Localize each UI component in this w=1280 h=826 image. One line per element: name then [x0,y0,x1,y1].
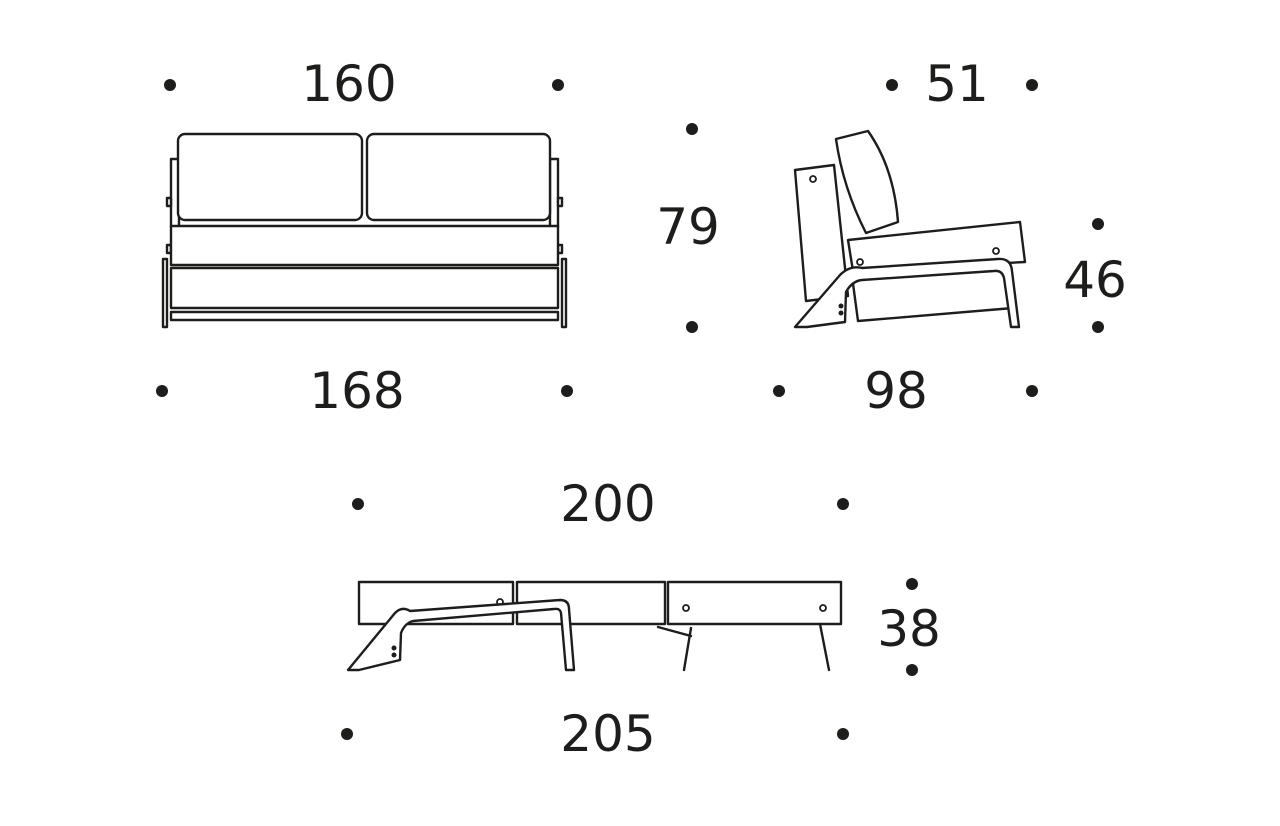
dimension-marker [156,385,168,397]
dimension-marker [164,79,176,91]
dimension-marker [341,728,353,740]
dimension-marker [686,123,698,135]
sofa-bed-drawing [346,580,843,672]
dimension-marker [561,385,573,397]
side-depth-bottom-label: 98 [864,362,928,420]
bed-section [666,580,843,626]
dimension-marker [1092,321,1104,333]
dimension-marker [552,79,564,91]
side-view: 51 46 98 [773,55,1127,420]
dimension-marker [1026,79,1038,91]
base-rail [169,310,560,322]
front-view: 160 168 [156,55,573,420]
side-depth-top-label: 51 [925,55,989,113]
dimension-marker [352,498,364,510]
dimension-marker [1092,218,1104,230]
seat-height-label: 46 [1063,251,1127,309]
sofa-front-drawing [161,132,568,329]
dimension-marker [906,664,918,676]
back-cushion-right [365,132,552,222]
base-cushion [169,266,560,310]
sofa-side-drawing [793,129,1027,329]
seat-cushion [169,224,560,267]
bed-view: 200 38 205 [341,475,941,763]
bed-height-label: 38 [877,600,941,658]
height-label: 79 [656,198,720,256]
bed-length-bottom-label: 205 [560,705,655,763]
front-width-top-label: 160 [301,55,396,113]
dimension-marker [773,385,785,397]
leg [161,257,169,329]
bed-length-top-label: 200 [560,475,655,533]
front-width-bottom-label: 168 [309,362,404,420]
dimension-marker [686,321,698,333]
height-dimension: 79 [656,123,720,333]
back-cushion-left [176,132,364,222]
dimension-marker [906,578,918,590]
dimension-marker [837,728,849,740]
leg [560,257,568,329]
dimension-marker [1026,385,1038,397]
dimension-marker [886,79,898,91]
dimension-marker [837,498,849,510]
